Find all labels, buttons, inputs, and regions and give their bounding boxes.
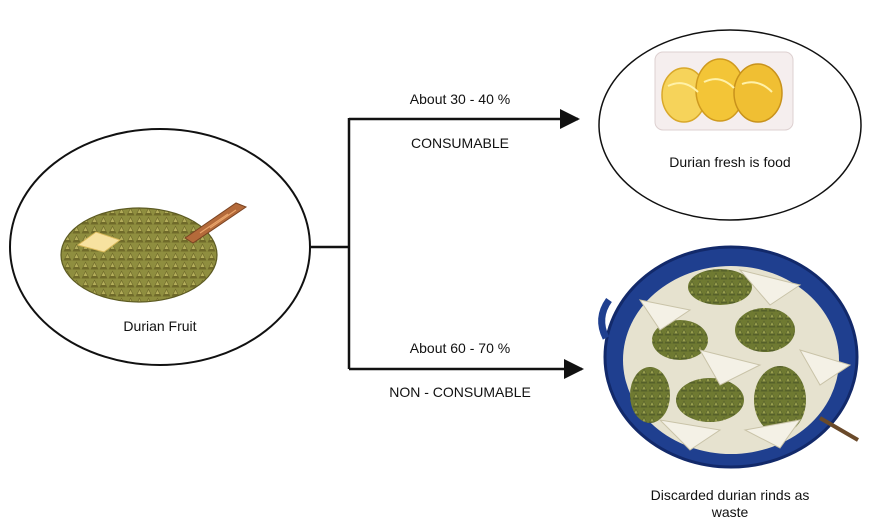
consumable-percentage: About 30 - 40 %: [370, 91, 550, 107]
durian-rinds-basin-icon: [602, 247, 858, 467]
non-consumable-category: NON - CONSUMABLE: [355, 384, 565, 400]
durian-flesh-tray-icon: [655, 52, 793, 130]
source-caption: Durian Fruit: [90, 318, 230, 335]
non-consumable-percentage: About 60 - 70 %: [370, 340, 550, 356]
consumable-target-caption: Durian fresh is food: [665, 154, 795, 171]
consumable-category: CONSUMABLE: [370, 135, 550, 151]
non-consumable-target-caption: Discarded durian rinds as waste: [640, 487, 820, 521]
